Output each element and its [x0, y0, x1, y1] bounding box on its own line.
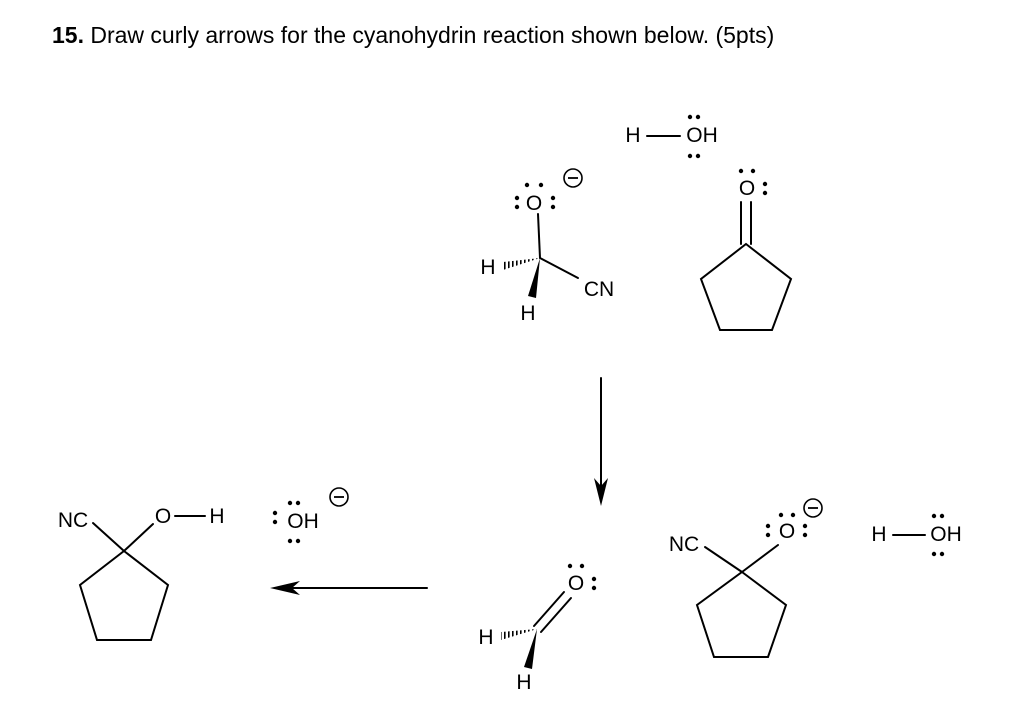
intermediate-oxygen: O — [779, 520, 795, 543]
question-text: 15. Draw curly arrows for the cyanohydri… — [52, 22, 774, 49]
water-molecule-bottom: H OH — [871, 513, 962, 557]
hydrogen-left: H — [480, 256, 495, 279]
water-hydroxyl: OH — [686, 124, 718, 147]
formaldehyde-hydrogen-bottom: H — [516, 671, 531, 694]
cyanohydrin-product-molecule: NC O H — [58, 505, 225, 641]
negative-charge-icon — [803, 498, 823, 518]
water-hydrogen: H — [625, 124, 640, 147]
reaction-arrow-left — [270, 581, 428, 595]
product-hydrogen: H — [209, 505, 224, 528]
carbonyl-oxygen: O — [739, 177, 755, 200]
question-prompt: Draw curly arrows for the cyanohydrin re… — [90, 22, 775, 48]
reaction-arrow-down — [594, 377, 608, 506]
question-number: 15. — [52, 22, 84, 48]
formaldehyde-oxygen: O — [568, 572, 584, 595]
alkoxide-anion-molecule: O H H CN — [480, 168, 614, 325]
negative-charge-icon — [563, 168, 583, 188]
water-hydrogen: H — [871, 523, 886, 546]
hydrogen-bottom: H — [520, 302, 535, 325]
product-nitrile: NC — [58, 509, 88, 532]
formaldehyde-molecule: O H H — [478, 563, 597, 694]
water-molecule-top: H OH — [625, 114, 718, 159]
formaldehyde-hydrogen-left: H — [478, 626, 493, 649]
product-oxygen: O — [155, 505, 171, 528]
cyano-group: CN — [584, 278, 614, 301]
water-hydroxyl: OH — [930, 523, 962, 546]
hydroxide-label: OH — [287, 510, 319, 533]
alkoxide-intermediate-molecule: NC O — [669, 498, 823, 658]
negative-charge-icon — [329, 487, 349, 507]
hydroxide-ion: OH — [272, 487, 349, 544]
cyclopentanone-molecule: O — [699, 168, 793, 331]
intermediate-nitrile: NC — [669, 533, 699, 556]
alkoxide-oxygen: O — [526, 192, 542, 215]
